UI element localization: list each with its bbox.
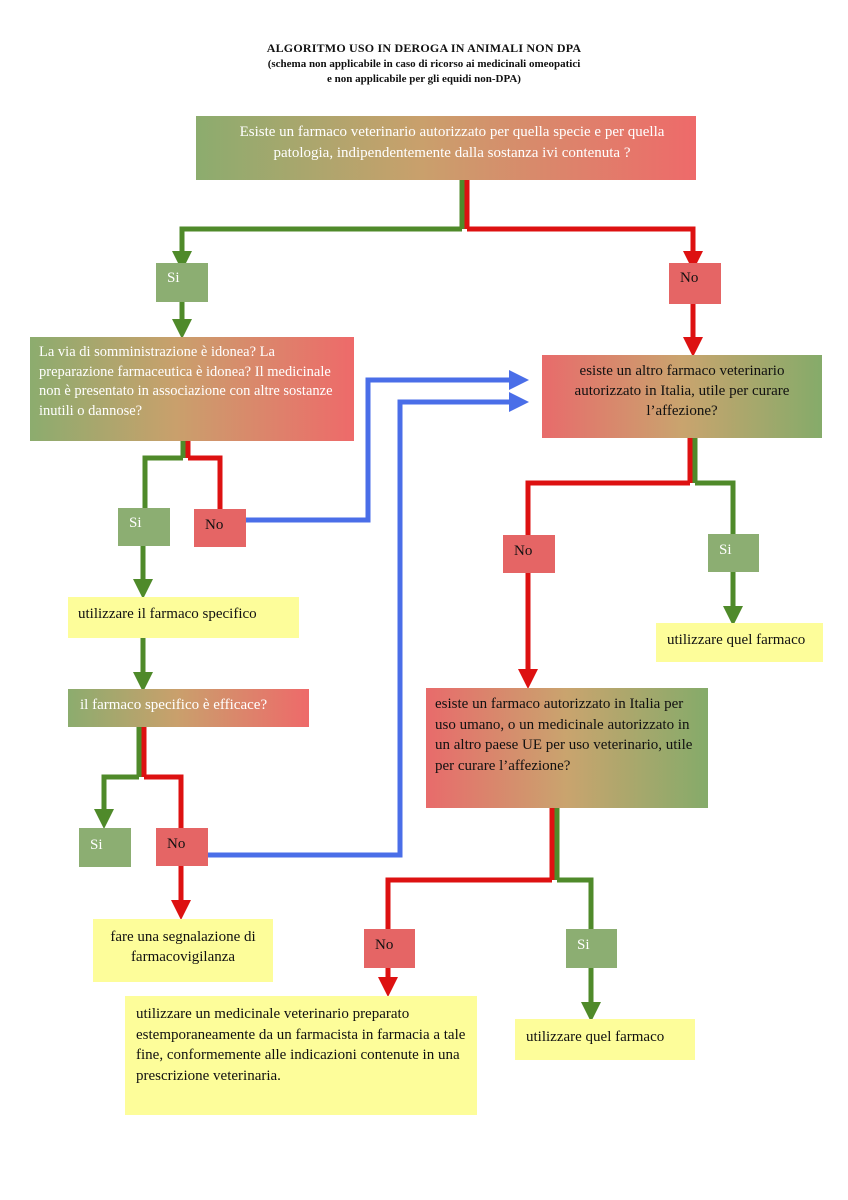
q4-no-label: No (503, 535, 555, 573)
q1-no-connector (467, 226, 703, 271)
q2-no-label: No (194, 509, 246, 547)
q3-no-to-q4-connector (208, 392, 529, 858)
q4-si-label: Si (708, 534, 759, 572)
q3-question-box: il farmaco specifico è efficace? (68, 689, 309, 727)
q2-question-text: La via di somministrazione è idonea? La … (39, 344, 333, 419)
compounded-medicine-box: utilizzare un medicinale veterinario pre… (125, 996, 477, 1115)
diagram-title: ALGORITMO USO IN DEROGA IN ANIMALI NON D… (266, 41, 582, 55)
q5-no-connector (385, 877, 552, 929)
q3-no-label: No (156, 828, 208, 866)
q1-question-box: Esiste un farmaco veterinario autorizzat… (196, 116, 696, 180)
diagram-subtitle-line-2: e non applicabile per gli equidi non-DPA… (327, 73, 521, 85)
q5-question-text: esiste un farmaco autorizzato in Italia … (435, 696, 693, 774)
q2-no-to-q4-connector (246, 370, 529, 523)
q4-si-connector (695, 480, 736, 534)
q4-question-text: esiste un altro farmaco veterinario auto… (574, 363, 790, 419)
q4-no-connector (525, 480, 690, 535)
diagram-subtitle-line-1: (schema non applicabile in caso di ricor… (267, 58, 581, 70)
q1-si-connector (172, 226, 462, 271)
use-specific-drug-box: utilizzare il farmaco specifico (68, 597, 299, 638)
q2-no-connector (188, 455, 223, 510)
q5-si-connector (557, 877, 594, 929)
q2-si-connector (142, 455, 183, 508)
q3-question-text: il farmaco specifico è efficace? (80, 697, 268, 713)
report-pharmacovigilance-text: fare una segnalazione di farmacovigilanz… (110, 929, 256, 965)
q5-question-box: esiste un farmaco autorizzato in Italia … (426, 688, 708, 808)
q5-no-label: No (364, 929, 415, 968)
use-that-drug-text-1: utilizzare quel farmaco (667, 632, 806, 648)
q1-no-label: No (669, 263, 721, 304)
q3-si-connector (94, 774, 139, 829)
q5-si-label: Si (566, 929, 617, 968)
q1-question-text: Esiste un farmaco veterinario autorizzat… (239, 124, 665, 161)
report-pharmacovigilance-box: fare una segnalazione di farmacovigilanz… (93, 919, 273, 982)
compounded-medicine-text: utilizzare un medicinale veterinario pre… (136, 1006, 466, 1084)
use-that-drug-box-1: utilizzare quel farmaco (656, 623, 823, 662)
use-that-drug-box-2: utilizzare quel farmaco (515, 1019, 695, 1060)
q3-no-connector (144, 774, 184, 828)
q2-si-label: Si (118, 508, 170, 546)
q4-question-box: esiste un altro farmaco veterinario auto… (542, 355, 822, 438)
q1-si-label: Si (156, 263, 208, 302)
q3-si-label: Si (79, 828, 131, 867)
use-specific-drug-text: utilizzare il farmaco specifico (78, 606, 257, 622)
q2-question-box: La via di somministrazione è idonea? La … (30, 337, 354, 441)
use-that-drug-text-2: utilizzare quel farmaco (526, 1029, 665, 1045)
